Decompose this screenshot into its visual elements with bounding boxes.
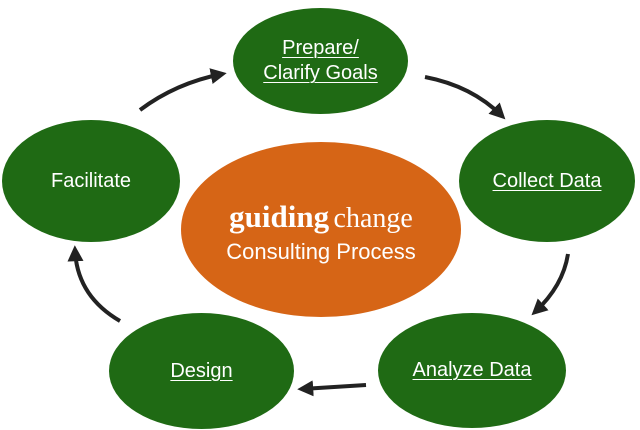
brand-change: change xyxy=(333,202,413,234)
arrow-analyze-to-design xyxy=(297,380,367,397)
step-design[interactable]: Design xyxy=(109,313,294,429)
brand-wordmark: guiding change xyxy=(229,201,413,233)
step-analyze-data[interactable]: Analyze Data xyxy=(378,313,566,428)
step-facilitate-label: Facilitate xyxy=(50,169,132,192)
step-design-label[interactable]: Design xyxy=(170,359,233,382)
arrow-prepare-to-collect xyxy=(424,75,506,120)
center-subtitle: Consulting Process xyxy=(226,238,416,264)
center-hub: guiding change Consulting Process xyxy=(181,142,461,317)
step-prepare-label[interactable]: Prepare/ Clarify Goals xyxy=(263,36,377,86)
step-facilitate: Facilitate xyxy=(2,120,180,242)
arrow-facilitate-to-prepare xyxy=(138,68,227,112)
arrow-design-to-facilitate xyxy=(67,245,122,323)
arrow-collect-to-analyze xyxy=(531,253,570,316)
step-prepare-clarify-goals[interactable]: Prepare/ Clarify Goals xyxy=(233,8,408,114)
step-prepare-line2: Clarify Goals xyxy=(263,62,378,84)
step-analyze-label[interactable]: Analyze Data xyxy=(412,359,532,381)
brand-guiding: guiding xyxy=(229,198,330,234)
step-collect-label[interactable]: Collect Data xyxy=(492,169,602,192)
step-prepare-line1: Prepare/ xyxy=(282,37,359,59)
step-collect-data[interactable]: Collect Data xyxy=(459,120,635,242)
